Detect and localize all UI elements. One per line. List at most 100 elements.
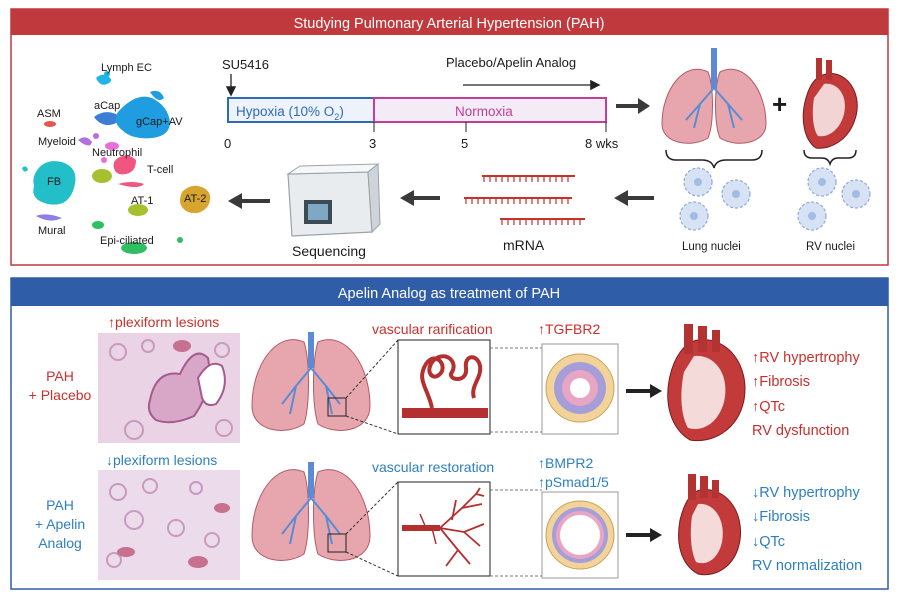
outcome-apelin-fibrosis: ↓Fibrosis: [752, 509, 810, 525]
group-label-placebo-line2: + Placebo: [29, 387, 92, 403]
heart-placebo: [667, 324, 746, 442]
induction-label: SU5416: [222, 57, 269, 72]
histology-image-placebo: [98, 333, 240, 443]
lungs-placebo: [251, 332, 371, 431]
lung-nuclei-label: Lung nuclei: [682, 241, 741, 253]
umap-cluster-labels: Lymph EC ASM aCap gCap+AV Myeloid Neutro…: [37, 62, 206, 247]
group-label-apelin-line3: Analog: [38, 535, 82, 551]
umap-label-neutrophil: Neutrophil: [92, 147, 142, 159]
plus-sign: +: [772, 89, 787, 119]
umap-cluster-asm: [44, 121, 56, 127]
mrna-illustration: [464, 175, 585, 225]
outcome-apelin-rv-hypertrophy: ↓RV hypertrophy: [752, 485, 860, 501]
umap-label-fb: FB: [47, 176, 61, 188]
lung-nuclei-illustration: [679, 167, 751, 231]
arrow-to-heart-placebo: [626, 384, 662, 398]
umap-cluster-mural: [36, 214, 62, 221]
outcomes-apelin: ↓RV hypertrophy ↓Fibrosis ↓QTc RV normal…: [752, 485, 862, 574]
artery-cross-section-placebo: [541, 343, 619, 435]
umap-label-mural: Mural: [38, 225, 66, 237]
marker-psmad: ↑pSmad1/5: [538, 474, 609, 490]
flow-arrow-sequencer-to-umap: [228, 193, 270, 209]
sequencing-label: Sequencing: [292, 243, 366, 259]
treatment-label: Placebo/Apelin Analog: [446, 55, 576, 70]
umap-cluster-myeloid: [78, 133, 99, 146]
vascular-rarification-illustration: [397, 339, 491, 435]
flow-arrow-to-organs: [616, 98, 650, 114]
histology-label-apelin: ↓plexiform lesions: [106, 452, 217, 468]
normoxia-phase-bar: [373, 97, 607, 123]
timeline-tick-label-0: 0: [224, 136, 231, 151]
histology-label-placebo: ↑plexiform lesions: [108, 314, 219, 330]
group-label-apelin-line2: + Apelin: [35, 516, 85, 532]
umap-cluster-t-cell: [113, 155, 144, 187]
vascular-label-apelin: vascular restoration: [372, 459, 494, 475]
row-apelin: PAH + Apelin Analog ↓plexiform lesions: [35, 452, 862, 580]
normoxia-phase-label: Normoxia: [455, 104, 513, 119]
mrna-label: mRNA: [503, 237, 545, 253]
outcome-placebo-rv-dysfunction: RV dysfunction: [752, 423, 849, 439]
flow-arrow-nuclei-to-mrna: [614, 190, 654, 206]
flow-arrow-mrna-to-sequencer: [400, 190, 440, 206]
umap-plot: Lymph EC ASM aCap gCap+AV Myeloid Neutro…: [22, 62, 211, 254]
timeline-tick-label-5: 5: [461, 136, 468, 151]
umap-label-lymph-ec: Lymph EC: [101, 62, 152, 74]
umap-cluster-gcap: [115, 90, 170, 139]
umap-label-asm: ASM: [37, 108, 61, 120]
vascular-restoration-illustration: [397, 481, 491, 577]
umap-label-at2: AT-2: [184, 193, 206, 205]
histology-image-apelin: [98, 470, 240, 580]
zoom-line-apelin-top: [345, 481, 399, 535]
umap-label-acap: aCap: [94, 100, 120, 112]
timeline: SU5416 Placebo/Apelin Analog Hypoxia (10…: [222, 55, 619, 151]
timeline-tick-label-8: 8 wks: [585, 136, 619, 151]
bottom-panel-header: [11, 278, 888, 306]
lung-brace: [665, 149, 763, 169]
heart-illustration: [802, 58, 858, 149]
umap-label-myeloid: Myeloid: [38, 136, 76, 148]
outcome-placebo-qtc: ↑QTc: [752, 399, 785, 415]
marker-tgfbr2: ↑TGFBR2: [538, 321, 600, 337]
rv-nuclei-illustration: [797, 167, 871, 231]
artery-cross-section-apelin: [541, 491, 619, 579]
outcome-apelin-qtc: ↓QTc: [752, 534, 785, 550]
umap-cluster-fb: [22, 161, 76, 205]
umap-label-epi-ciliated: Epi-ciliated: [100, 235, 154, 247]
umap-cluster-at1: [92, 169, 148, 216]
umap-cluster-epi-ciliated: [92, 221, 183, 254]
rv-nuclei-label: RV nuclei: [806, 241, 855, 253]
outcome-placebo-fibrosis: ↑Fibrosis: [752, 374, 810, 390]
heart-apelin: [678, 474, 742, 576]
group-label-apelin-line1: PAH: [46, 497, 74, 513]
umap-label-at1: AT-1: [131, 195, 153, 207]
sequencer-illustration: [286, 162, 381, 237]
rv-brace: [803, 149, 857, 167]
hypoxia-phase-label: Hypoxia (10% O2): [236, 104, 344, 122]
group-label-placebo-line1: PAH: [46, 368, 74, 384]
bottom-panel: Apelin Analog as treatment of PAH PAH + …: [10, 277, 889, 590]
umap-cluster-acap: [94, 112, 120, 126]
umap-label-t-cell: T-cell: [147, 164, 173, 176]
row-placebo: PAH + Placebo ↑plexiform lesions: [29, 314, 860, 443]
top-panel-title: Studying Pulmonary Arterial Hypertension…: [294, 16, 605, 32]
hypoxia-phase-bar: [227, 97, 375, 123]
vascular-label-placebo: vascular rarification: [372, 321, 493, 337]
bottom-panel-title: Apelin Analog as treatment of PAH: [338, 286, 560, 302]
top-panel-header: [11, 9, 888, 35]
timeline-tick-label-3: 3: [369, 136, 376, 151]
umap-cluster-at2: [180, 185, 211, 214]
top-panel: Studying Pulmonary Arterial Hypertension…: [10, 8, 889, 266]
lungs-illustration: [661, 48, 767, 144]
umap-cluster-neutrophil: [101, 142, 119, 163]
outcomes-placebo: ↑RV hypertrophy ↑Fibrosis ↑QTc RV dysfun…: [752, 350, 860, 439]
outcome-placebo-rv-hypertrophy: ↑RV hypertrophy: [752, 350, 860, 366]
umap-cluster-lymph-ec: [96, 71, 112, 85]
lungs-apelin: [251, 462, 371, 561]
zoom-line-apelin-bottom: [345, 551, 399, 577]
arrow-to-heart-apelin: [626, 528, 662, 542]
zoom-line-placebo-top: [345, 339, 399, 399]
marker-bmpr2: ↑BMPR2: [538, 455, 593, 471]
umap-label-gcap-av: gCap+AV: [136, 116, 183, 128]
zoom-line-placebo-bottom: [345, 415, 399, 435]
